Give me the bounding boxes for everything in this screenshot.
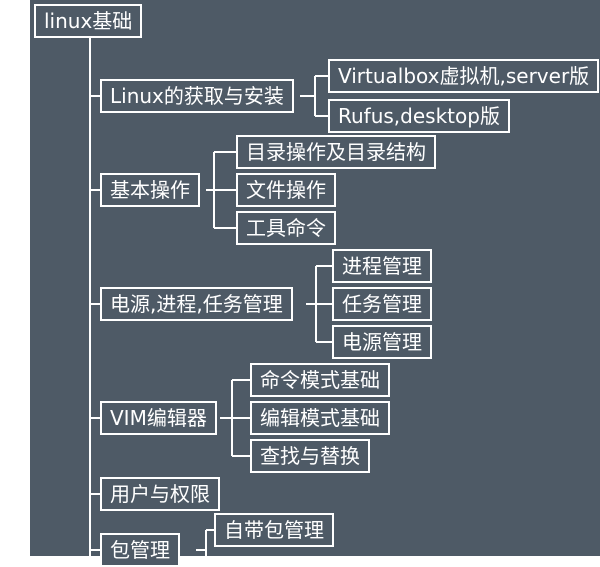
leaf-node: 任务管理 <box>332 287 432 321</box>
leaf-node: 自带包管理 <box>214 513 334 547</box>
branch-node: 电源,进程,任务管理 <box>100 287 293 321</box>
leaf-node: 编辑模式基础 <box>250 401 390 435</box>
root-node: linux基础 <box>34 4 143 38</box>
branch-node: VIM编辑器 <box>100 401 217 435</box>
leaf-node: 进程管理 <box>332 249 432 283</box>
branch-node: 包管理 <box>100 533 180 567</box>
leaf-node: Virtualbox虚拟机,server版 <box>328 59 600 93</box>
branch-node: 基本操作 <box>100 173 200 207</box>
branch-node: Linux的获取与安装 <box>100 79 294 113</box>
leaf-node: 目录操作及目录结构 <box>236 135 436 169</box>
leaf-node: 命令模式基础 <box>250 363 390 397</box>
leaf-node: 查找与替换 <box>250 439 370 473</box>
leaf-node: 文件操作 <box>236 173 336 207</box>
branch-node: 用户与权限 <box>100 477 220 511</box>
leaf-node: 电源管理 <box>332 325 432 359</box>
leaf-node: Rufus,desktop版 <box>328 99 510 133</box>
leaf-node: 工具命令 <box>236 211 336 245</box>
